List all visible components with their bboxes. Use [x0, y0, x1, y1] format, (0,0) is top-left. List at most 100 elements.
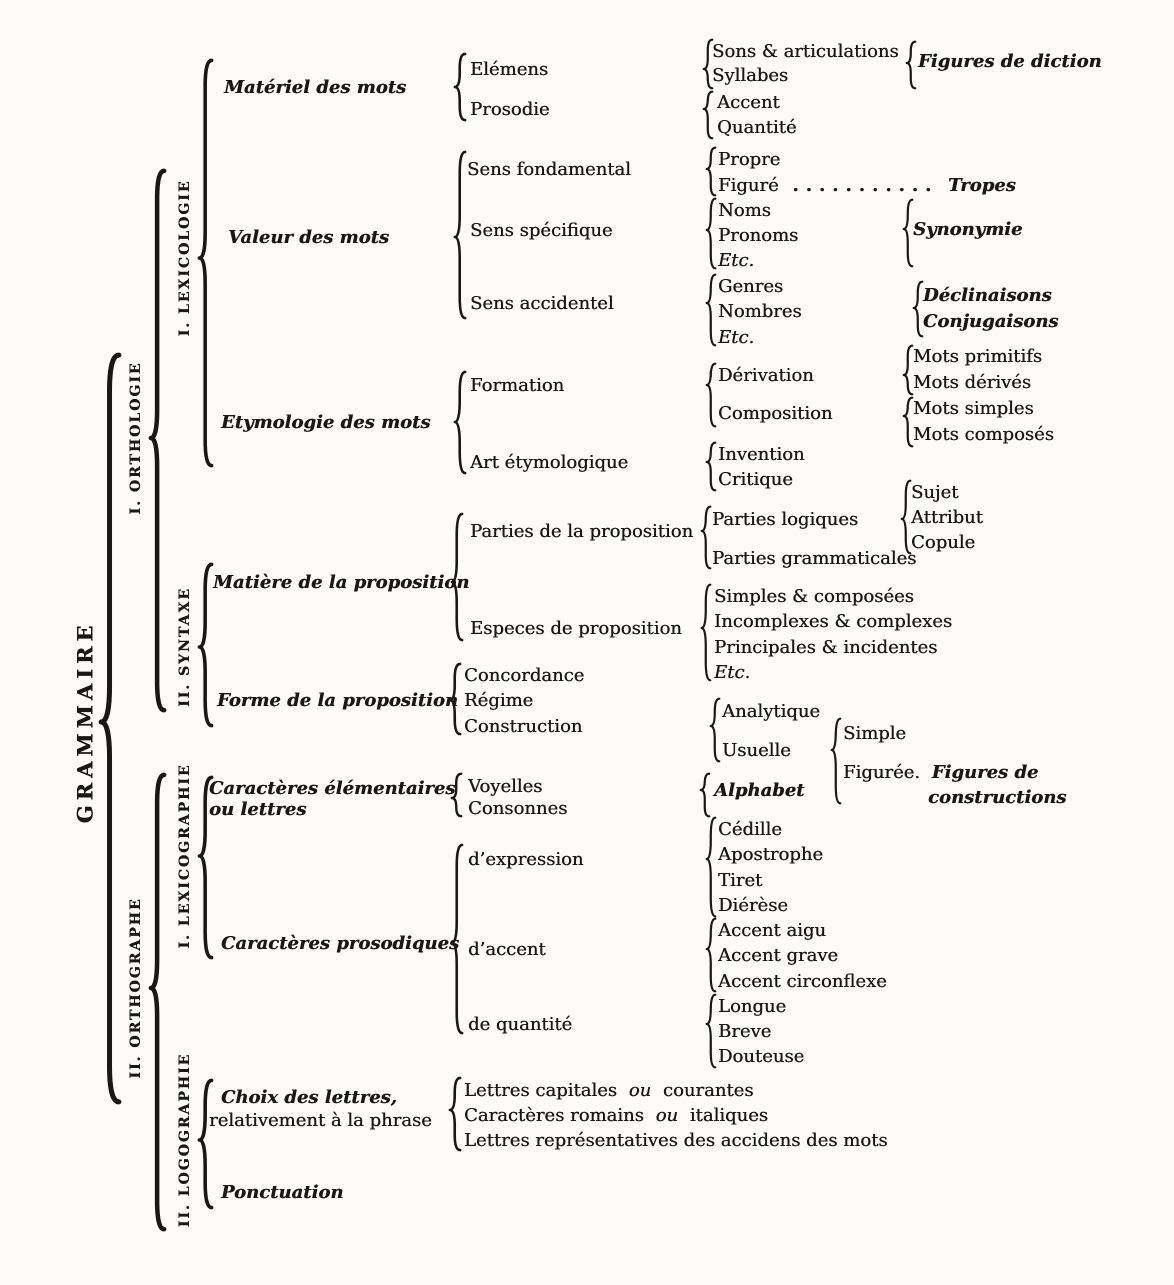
node-accent: Accent — [717, 92, 780, 113]
node-figures-de-constructions: Figures de — [931, 762, 1039, 783]
brace-accent — [705, 917, 717, 993]
text-part-ou: ou — [655, 1105, 679, 1126]
node-alphabet: Alphabet — [714, 780, 805, 801]
section-label-logographie: II. LOGOGRAPHIE — [177, 1052, 193, 1228]
brace-synonymie — [902, 198, 914, 268]
node-sens-accidentel: Sens accidentel — [470, 293, 614, 314]
node-d-expression: d’expression — [468, 849, 584, 870]
node-accent-circonflexe: Accent circonflexe — [718, 971, 887, 992]
text-part-ou: ou — [628, 1080, 652, 1101]
node-propre: Propre — [718, 149, 781, 170]
node-synonymie: Synonymie — [913, 219, 1023, 240]
section-label-lexicologie: I. LEXICOLOGIE — [177, 179, 193, 337]
node-consonnes: Consonnes — [468, 798, 568, 819]
node-relativement-phrase: relativement à la phrase — [209, 1110, 432, 1131]
node-simples-composees: Simples & composées — [714, 586, 914, 607]
node-dierese: Diérèse — [718, 895, 788, 916]
node-invention: Invention — [718, 444, 805, 465]
brace-mots-simples — [902, 396, 914, 448]
brace-matiere — [450, 512, 464, 642]
brace-quantite — [705, 993, 717, 1069]
node-figure-tropes: Figuré ........... Tropes — [718, 175, 1016, 197]
brace-especes-proposition — [700, 583, 712, 682]
node-breve: Breve — [718, 1021, 772, 1042]
brace-logographie — [197, 1078, 214, 1210]
node-nombres: Nombres — [718, 301, 802, 322]
node-choix-des-lettres: Choix des lettres, — [221, 1087, 397, 1108]
node-formation: Formation — [470, 375, 565, 396]
node-analytique: Analytique — [722, 701, 821, 722]
node-noms: Noms — [718, 200, 771, 221]
brace-sens-fondamental — [705, 146, 717, 197]
node-voyelles: Voyelles — [468, 776, 543, 797]
node-tropes: Tropes — [948, 175, 1016, 196]
node-genres: Genres — [718, 276, 784, 297]
brace-declinaisons — [912, 280, 924, 338]
node-critique: Critique — [718, 469, 793, 490]
node-elemens: Elémens — [470, 59, 549, 80]
brace-construction — [709, 697, 721, 763]
node-mots-primitifs: Mots primitifs — [913, 346, 1043, 367]
node-de-quantite: de quantité — [468, 1014, 573, 1035]
node-incomplexes-complexes: Incomplexes & complexes — [714, 611, 953, 632]
node-attribut: Attribut — [911, 507, 983, 528]
text-part: italiques — [689, 1105, 769, 1126]
node-sujet: Sujet — [911, 482, 959, 503]
node-figuree-line: Figurée. Figures de — [843, 762, 1039, 784]
brace-choix-des-lettres — [448, 1076, 462, 1152]
text-part: courantes — [662, 1080, 754, 1101]
brace-caracteres-elementaires — [450, 772, 463, 818]
node-etymologie-des-mots: Etymologie des mots — [221, 412, 431, 433]
brace-forme — [448, 662, 462, 736]
brace-orthographe — [148, 772, 167, 1232]
node-construction: Construction — [464, 716, 583, 737]
node-especes-proposition: Especes de proposition — [470, 618, 682, 639]
text-part: Caractères romains — [464, 1105, 644, 1126]
brace-sens-accidentel — [705, 273, 717, 347]
brace-figures-diction — [905, 40, 917, 90]
node-figuree: Figurée. — [843, 762, 920, 783]
node-caracteres-elementaires: Caractères élémentaires — [209, 778, 456, 799]
node-figure: Figuré — [718, 175, 779, 196]
node-quantite: Quantité — [717, 117, 797, 138]
section-label-orthographe: II. ORTHOGRAPHE — [128, 897, 144, 1079]
node-accent-grave: Accent grave — [718, 945, 839, 966]
brace-sujet — [900, 479, 912, 555]
node-ponctuation: Ponctuation — [221, 1182, 344, 1203]
node-parties-proposition: Parties de la proposition — [470, 521, 694, 542]
node-principales-incidentes: Principales & incidentes — [714, 637, 938, 658]
node-copule: Copule — [911, 532, 976, 553]
node-materiel-des-mots: Matériel des mots — [224, 77, 407, 98]
node-mots-simples: Mots simples — [913, 398, 1034, 419]
node-parties-grammaticales: Parties grammaticales — [712, 548, 917, 569]
brace-syntaxe — [197, 562, 214, 728]
brace-materiel — [453, 52, 467, 122]
brace-art-etymologique — [705, 441, 717, 492]
brace-simple-figuree — [830, 717, 842, 805]
node-conjugaisons: Conjugaisons — [923, 311, 1059, 332]
node-longue: Longue — [718, 996, 787, 1017]
section-label-syntaxe: II. SYNTAXE — [177, 587, 193, 707]
node-caracteres-prosodiques: Caractères prosodiques — [221, 933, 460, 954]
section-label-grammaire: GRAMMAIRE — [72, 620, 98, 824]
node-forme-proposition: Forme de la proposition — [217, 690, 459, 711]
text-part: Lettres capitales — [464, 1080, 617, 1101]
brace-formation — [705, 362, 717, 428]
brace-prosodie — [702, 90, 714, 140]
node-douteuse: Douteuse — [718, 1046, 805, 1067]
node-art-etymologique: Art étymologique — [470, 452, 629, 473]
brace-expression — [705, 816, 717, 918]
node-caracteres-romains: Caractères romains ou italiques — [464, 1105, 769, 1127]
node-sens-specifique: Sens spécifique — [470, 220, 613, 241]
node-declinaisons: Déclinaisons — [923, 285, 1052, 306]
node-concordance: Concordance — [464, 665, 585, 686]
brace-parties-proposition — [700, 505, 712, 570]
node-lettres-representatives: Lettres représentatives des accidens des… — [464, 1130, 888, 1151]
brace-etymologie — [453, 370, 467, 475]
brace-elemens — [702, 38, 714, 90]
node-lettres-capitales: Lettres capitales ou courantes — [464, 1080, 754, 1102]
brace-sens-specifique — [705, 197, 717, 270]
node-d-accent: d’accent — [468, 939, 546, 960]
node-pronoms: Pronoms — [718, 225, 799, 246]
